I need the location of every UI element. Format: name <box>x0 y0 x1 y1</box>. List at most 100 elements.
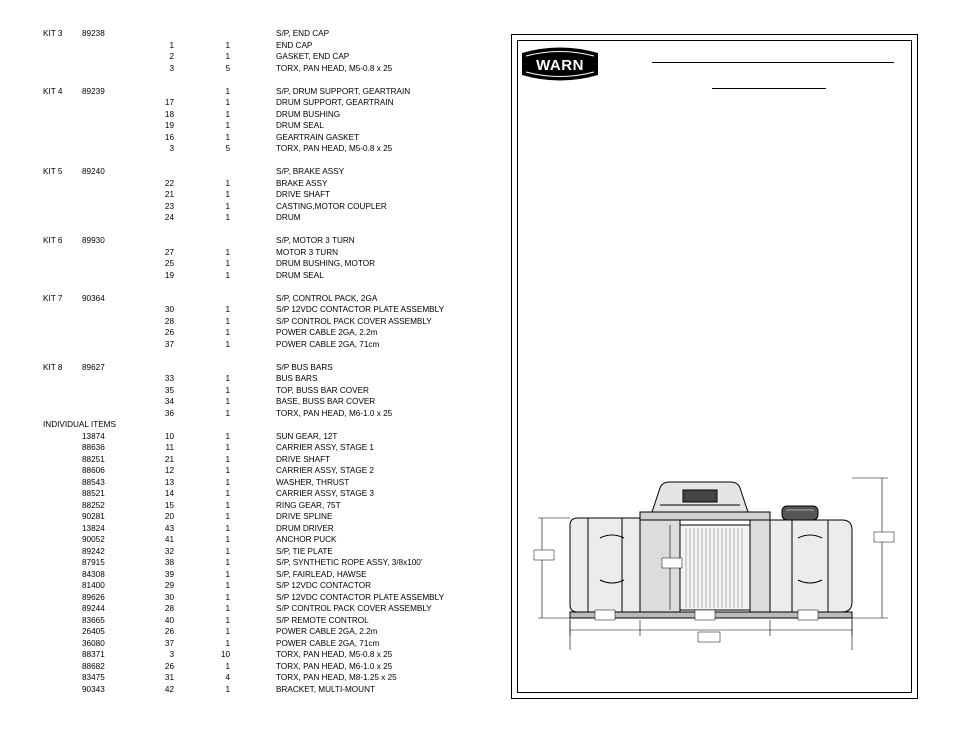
parts-part-cell: 90052 <box>82 535 105 544</box>
parts-desc-cell: S/P CONTROL PACK COVER ASSEMBLY <box>276 316 432 326</box>
parts-ref-cell: 37 <box>164 339 174 349</box>
parts-qty-cell: 1 <box>225 489 230 498</box>
parts-part-cell: 88682 <box>82 661 105 671</box>
parts-desc-cell: DRUM <box>276 213 301 222</box>
parts-part-cell: 90364 <box>82 293 105 303</box>
parts-ref-cell: 3 <box>169 63 174 73</box>
parts-qty-cell: 1 <box>225 339 230 349</box>
parts-desc-cell: BRACKET, MULTI-MOUNT <box>276 684 376 694</box>
parts-part-cell: 88636 <box>82 443 105 452</box>
parts-desc-cell: DRUM SEAL <box>276 270 324 280</box>
parts-part-cell: 26405 <box>82 627 105 636</box>
parts-ref-cell: 3 <box>169 144 174 153</box>
dimension-label-drum <box>661 557 683 569</box>
parts-qty-cell: 1 <box>225 466 230 475</box>
parts-ref-cell: 37 <box>164 638 174 648</box>
parts-part-cell: 88251 <box>82 454 105 464</box>
winch-clutch-knob <box>781 505 819 521</box>
parts-qty-cell: 1 <box>225 385 230 395</box>
parts-ref-cell: 27 <box>164 247 174 257</box>
parts-ref-cell: 13 <box>164 477 174 487</box>
parts-ref-cell: 34 <box>164 397 174 406</box>
parts-ref-cell: 43 <box>164 523 174 533</box>
parts-desc-cell: CASTING,MOTOR COUPLER <box>276 201 387 211</box>
parts-desc-cell: TORX, PAN HEAD, M6-1.0 x 25 <box>276 408 393 418</box>
parts-desc-cell: TORX, PAN HEAD, M8-1.25 x 25 <box>276 673 397 682</box>
parts-desc-cell: S/P CONTROL PACK COVER ASSEMBLY <box>276 604 432 613</box>
parts-desc-cell: SUN GEAR, 12T <box>276 431 338 441</box>
parts-part-cell: 88543 <box>82 477 105 487</box>
parts-part-cell: 89244 <box>82 604 105 613</box>
parts-ref-cell: 14 <box>164 489 174 498</box>
parts-ref-cell: 21 <box>164 454 174 464</box>
parts-desc-cell: TORX, PAN HEAD, M5-0.8 x 25 <box>276 650 393 659</box>
winch-drum <box>679 524 751 611</box>
parts-qty-cell: 4 <box>225 673 230 682</box>
parts-ref-cell: 25 <box>164 259 174 268</box>
dimension-label-height-right <box>873 531 895 543</box>
parts-desc-cell: DRUM BUSHING, MOTOR <box>276 259 376 268</box>
parts-part-cell: 13874 <box>82 431 105 441</box>
parts-ref-cell: 19 <box>164 121 174 130</box>
winch-gear-housing <box>769 519 853 613</box>
parts-qty-cell: 1 <box>225 109 230 119</box>
parts-desc-cell: DRUM BUSHING <box>276 109 341 119</box>
parts-qty-cell: 1 <box>225 201 230 211</box>
parts-part-cell: 89240 <box>82 167 105 176</box>
parts-desc-cell: CARRIER ASSY, STAGE 3 <box>276 489 374 498</box>
parts-ref-cell: 20 <box>164 512 174 521</box>
parts-desc-cell: DRUM DRIVER <box>276 523 334 533</box>
parts-desc-cell: CARRIER ASSY, STAGE 2 <box>276 466 374 475</box>
parts-desc-cell: DRUM SEAL <box>276 121 324 130</box>
parts-ref-cell: 42 <box>164 684 174 694</box>
parts-desc-cell: S/P 12VDC CONTACTOR PLATE ASSEMBLY <box>276 305 445 314</box>
parts-ref-cell: 30 <box>164 592 174 602</box>
parts-desc-cell: S/P 12VDC CONTACTOR <box>276 581 372 590</box>
parts-ref-cell: 26 <box>164 661 174 671</box>
spec-panel-inner-border <box>517 40 912 693</box>
parts-qty-cell: 1 <box>225 86 230 96</box>
warn-logo-text: WARN <box>536 57 584 74</box>
parts-part-cell: 88371 <box>82 650 105 659</box>
winch-badge <box>682 489 718 503</box>
parts-desc-cell: WASHER, THRUST <box>276 477 350 487</box>
dimension-label-overall-width <box>697 631 721 643</box>
parts-desc-cell: CARRIER ASSY, STAGE 1 <box>276 443 374 452</box>
parts-qty-cell: 5 <box>225 144 230 153</box>
parts-qty-cell: 1 <box>225 615 230 625</box>
winch-tie-plate <box>639 511 771 521</box>
parts-qty-cell: 1 <box>225 98 230 107</box>
parts-qty-cell: 1 <box>225 512 230 521</box>
parts-qty-cell: 1 <box>225 627 230 636</box>
parts-qty-cell: 1 <box>225 592 230 602</box>
parts-desc-cell: POWER CABLE 2GA, 71cm <box>276 339 380 349</box>
parts-kit-cell: KIT 7 <box>43 293 63 303</box>
parts-desc-cell: GEARTRAIN GASKET <box>276 132 360 142</box>
parts-qty-cell: 1 <box>225 443 230 452</box>
parts-part-cell: 84308 <box>82 569 105 579</box>
parts-desc-cell: END CAP <box>276 40 313 50</box>
spec-panel <box>511 34 918 699</box>
parts-ref-cell: 32 <box>164 546 174 556</box>
parts-kit-cell: INDIVIDUAL ITEMS <box>43 420 116 429</box>
parts-ref-cell: 19 <box>164 270 174 280</box>
